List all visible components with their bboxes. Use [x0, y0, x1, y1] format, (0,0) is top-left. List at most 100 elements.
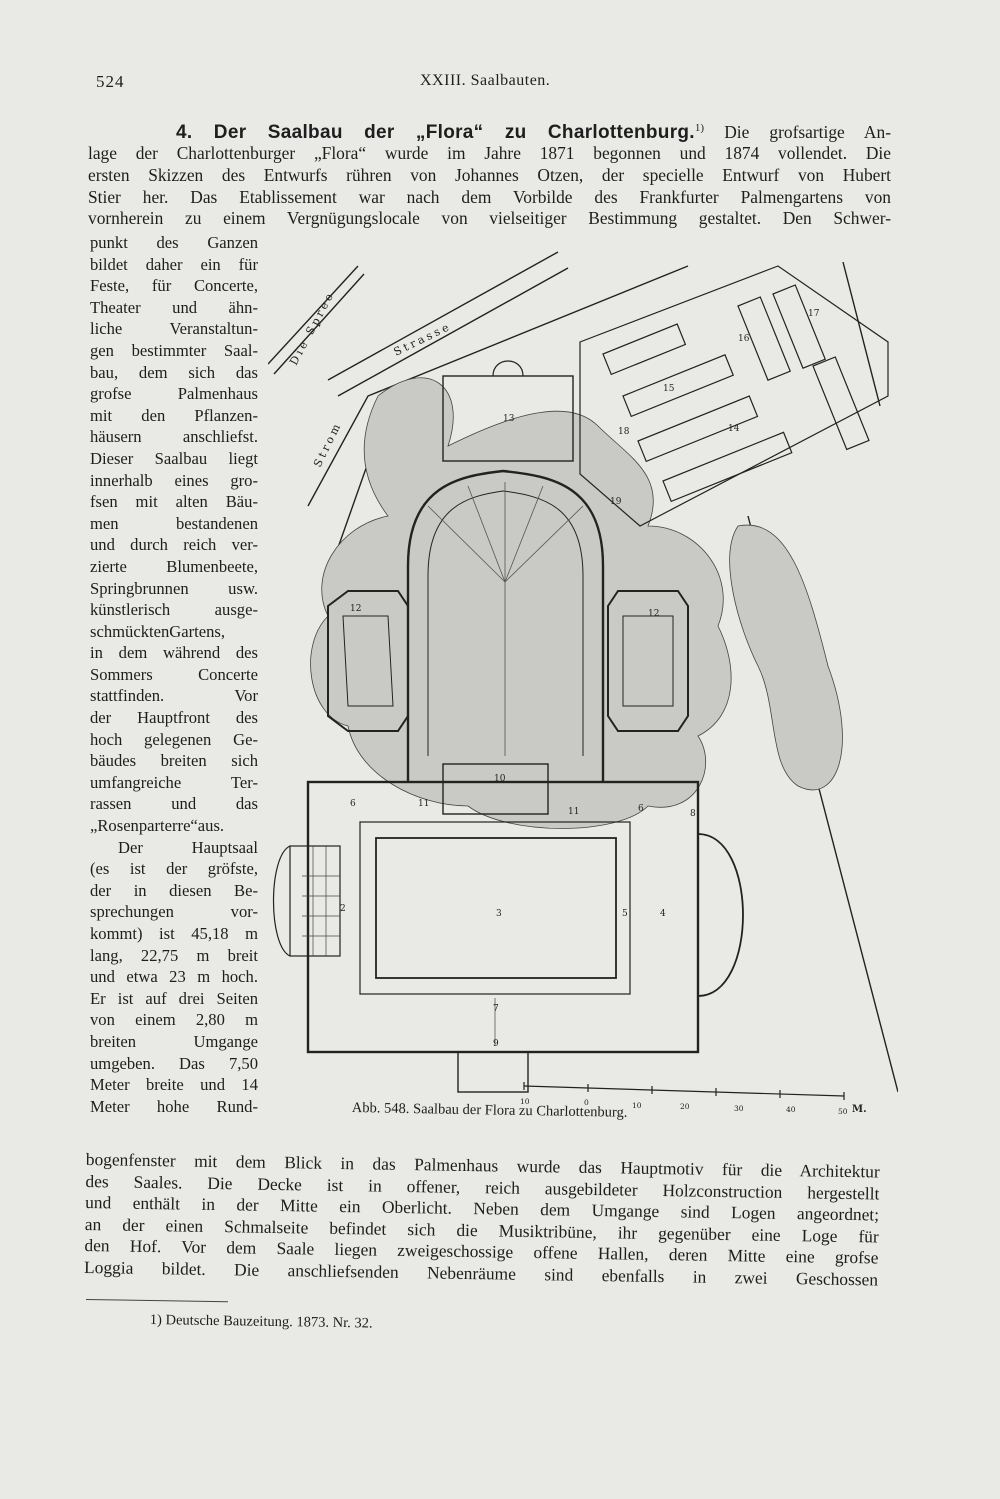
column-line: stattfinden. Vor	[90, 686, 258, 706]
room-number: 9	[493, 1039, 499, 1049]
column-line: bildet daher ein für	[90, 254, 258, 274]
room-number: 12	[648, 609, 659, 619]
column-line: mit den Pflanzen-	[90, 405, 258, 425]
floor-plan-figure: 3 4 5 6 6 7 2 8 9 11 11 10 12 12 13 14 1…	[268, 251, 898, 1116]
room-number: 18	[618, 427, 630, 437]
room-number: 11	[568, 807, 579, 817]
footnote: 1) Deutsche Bauzeitung. 1873. Nr. 32.	[149, 1312, 373, 1332]
room-number: 12	[350, 604, 361, 614]
room-number: 10	[494, 774, 506, 784]
room-number: 17	[808, 309, 820, 319]
column-line: umgeben. Das 7,50	[90, 1053, 258, 1073]
scale-tick-label: 40	[786, 1105, 796, 1114]
footnote-mark: 1)	[694, 122, 705, 134]
column-line: Springbrunnen usw.	[90, 578, 258, 598]
street-edge-line	[327, 251, 559, 381]
column-line: men bestandenen	[90, 513, 258, 533]
scale-tick-label: 0	[584, 1098, 589, 1107]
street-label: Strom	[311, 419, 344, 469]
room-number: 6	[638, 804, 644, 814]
column-line: umfangreiche Ter-	[90, 772, 258, 792]
room-number: 16	[738, 334, 750, 344]
room-number: 3	[496, 909, 502, 919]
room-number: 8	[690, 809, 696, 819]
scale-unit-label: M.	[852, 1104, 867, 1115]
column-line: häusern anschliefst.	[90, 427, 258, 447]
hall-grid	[302, 846, 496, 1046]
intro-line: 4. Der Saalbau der „Flora“ zu Charlotten…	[88, 118, 891, 143]
room-number: 2	[340, 904, 346, 914]
column-line: hoch gelegenen Ge-	[90, 729, 258, 749]
column-line: gen bestimmter Saal-	[90, 340, 258, 360]
room-number: 19	[610, 497, 622, 507]
room-number: 14	[728, 424, 740, 434]
column-line: zierte Blumenbeete,	[90, 556, 258, 576]
column-line: künstlerisch ausge-	[90, 600, 258, 620]
column-line: innerhalb eines gro-	[90, 470, 258, 490]
column-line: liche Veranstaltun-	[90, 319, 258, 339]
column-line: Sommers Concerte	[90, 664, 258, 684]
scale-tick-label: 10	[520, 1097, 530, 1106]
street-edge-line	[337, 267, 569, 397]
column-line: in dem während des	[90, 643, 258, 663]
page-number: 524	[96, 72, 125, 91]
scale-tick-label: 50	[838, 1107, 848, 1116]
column-line: und etwa 23 m hoch.	[90, 967, 258, 987]
column-line: sprechungen vor-	[90, 902, 258, 922]
column-line: schmücktenGartens,	[90, 621, 226, 641]
column-line: bäudes breiten sich	[90, 751, 258, 771]
column-line: von einem 2,80 m	[90, 1010, 258, 1030]
scale-tick-label: 20	[680, 1102, 690, 1111]
river-label: Die Spree	[287, 289, 337, 368]
column-line: lang, 22,75 m breit	[90, 945, 258, 965]
column-line: Dieser Saalbau liegt	[90, 448, 258, 468]
room-number: 4	[660, 909, 666, 919]
intro-line-text: Die grofsartige An-	[704, 121, 891, 142]
section-title: XXIII. Saalbauten.	[420, 72, 551, 89]
column-line: bau, dem sich das	[90, 362, 258, 382]
street-edge-line	[307, 265, 689, 507]
room-number: 15	[663, 384, 675, 394]
scale-tick-label: 10	[632, 1101, 642, 1110]
intro-line: vornherein zu einem Vergnügungslocale vo…	[88, 208, 891, 229]
palm-house-radials	[427, 482, 584, 756]
garden-area	[310, 377, 843, 829]
room-number: 13	[503, 414, 515, 424]
side-pavilion	[327, 590, 689, 732]
column-line: Der Hauptsaal	[118, 837, 258, 857]
scale-tick-label: 30	[734, 1104, 744, 1113]
room-number: 5	[622, 909, 628, 919]
column-line: und durch reich ver-	[90, 535, 258, 555]
column-line: Feste, für Concerte,	[90, 276, 258, 296]
column-line: Theater und ähn-	[90, 297, 258, 317]
boundary-line	[842, 261, 881, 407]
column-line: punkt des Ganzen	[90, 233, 258, 252]
river-bank-line	[273, 273, 365, 375]
palm-house	[406, 360, 605, 782]
column-line: rassen und das	[90, 794, 258, 814]
continuation-paragraph: bogenfenster mit dem Blick in das Palmen…	[84, 1149, 880, 1291]
column-line: kommt) ist 45,18 m	[90, 924, 258, 943]
column-line: der in diesen Be-	[90, 880, 258, 900]
scale-bar	[523, 1082, 845, 1100]
room-number: 7	[493, 1004, 499, 1014]
footnote-rule	[85, 1299, 228, 1303]
intro-paragraph: 4. Der Saalbau der „Flora“ zu Charlotten…	[88, 118, 891, 230]
intro-line: lage der Charlottenburger „Flora“ wurde …	[88, 143, 891, 164]
intro-line: ersten Skizzen des Entwurfs rühren von J…	[88, 164, 891, 185]
room-number: 11	[418, 799, 429, 809]
column-line: Er ist auf drei Seiten	[90, 988, 258, 1008]
column-line: breiten Umgange	[90, 1031, 258, 1051]
main-hall-building	[272, 763, 744, 1093]
column-line: grofse Palmenhaus	[90, 384, 258, 404]
room-number: 6	[350, 799, 356, 809]
greenhouse-block	[579, 265, 889, 527]
river-bank-line	[268, 265, 359, 365]
column-line: Meter breite und 14	[90, 1075, 258, 1095]
section-heading: 4. Der Saalbau der „Flora“ zu Charlotten…	[176, 121, 695, 143]
running-head: 524 XXIII. Saalbauten.	[96, 72, 896, 96]
column-line: der Hauptfront des	[90, 708, 258, 728]
column-line: „Rosenparterre“aus.	[90, 816, 225, 836]
intro-line: Stier her. Das Etablissement war nach de…	[88, 186, 891, 207]
